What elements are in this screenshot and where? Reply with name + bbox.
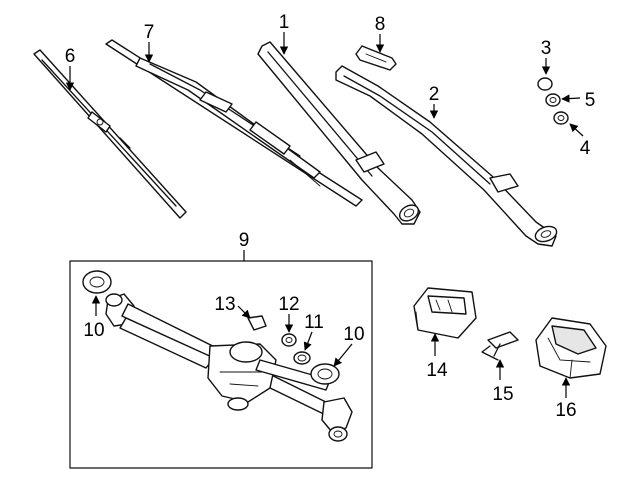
part-7-wiper-blade-main [105,39,363,207]
leader-4 [569,123,584,137]
callout-4: 4 [580,138,591,159]
part-2-wiper-arm-right [335,65,558,247]
callout-14: 14 [426,360,448,381]
callout-16: 16 [555,400,576,421]
callout-10-right: 10 [343,324,364,345]
callout-labels: 1 2 3 4 5 6 7 8 9 10 10 11 12 13 14 15 1… [65,12,596,421]
part-15-bracket [481,331,519,361]
callout-1: 1 [279,12,290,33]
callout-9: 9 [239,230,250,251]
part-1-wiper-arm [257,41,421,225]
callout-6: 6 [65,46,76,67]
linkage-assembly [105,293,353,442]
part-8-clip [355,45,397,71]
callout-15: 15 [492,384,513,405]
part-4-washer [553,111,569,125]
part-13-nut [247,315,267,331]
callout-13: 13 [214,294,235,315]
part-10-grommet-right [310,363,340,385]
leader-10b [333,343,353,367]
part-14-cover [413,287,477,339]
leader-lines [65,32,584,398]
part-5-nut [545,93,561,107]
leader-5 [561,94,581,103]
leader-13 [237,305,251,319]
callout-5: 5 [585,90,596,111]
part-16-housing [535,317,607,379]
part-11-washer [293,351,311,365]
callout-10-left: 10 [83,320,104,341]
part-3-cap [537,77,553,91]
callout-2: 2 [429,84,440,105]
part-10-grommet-left [82,270,112,294]
leader-11 [303,331,313,351]
part-12-nut [281,333,297,347]
callout-12: 12 [278,294,299,315]
callout-11: 11 [304,312,324,333]
callout-3: 3 [541,38,552,59]
callout-7: 7 [144,22,155,43]
part-6-wiper-blade-left [33,49,187,219]
callout-8: 8 [375,14,386,35]
